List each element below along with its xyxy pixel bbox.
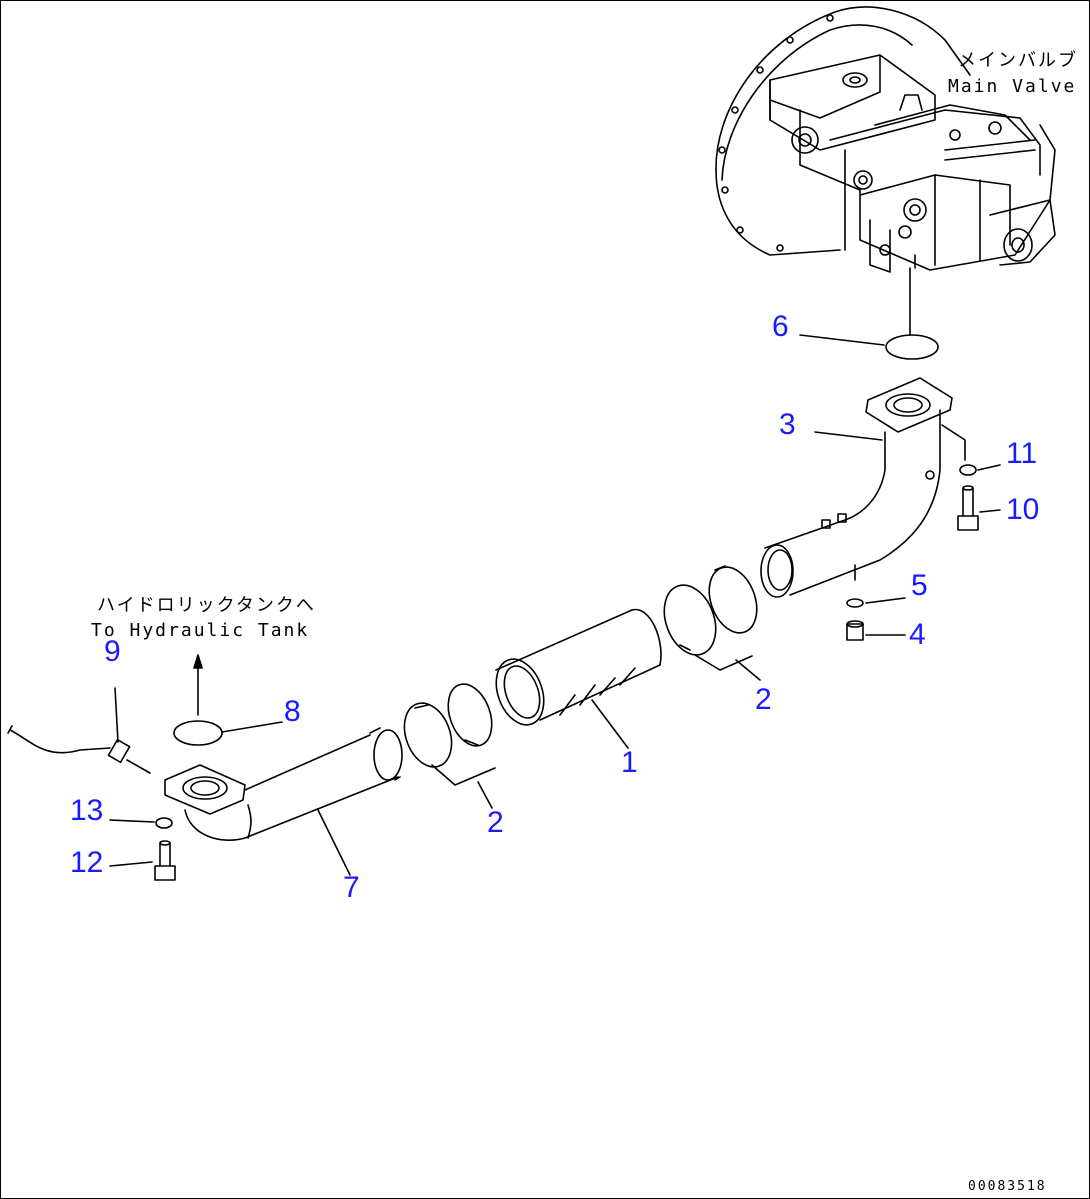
hose-1 <box>495 608 662 726</box>
clamps-2-left <box>403 683 493 768</box>
plug-4 <box>846 620 864 641</box>
clamps-2-right <box>663 565 758 656</box>
drawing-number: 00083518 <box>968 1179 1047 1194</box>
sensor-9 <box>7 725 151 774</box>
tank-en-label: To Hydraulic Tank <box>91 620 310 641</box>
callout-12: 12 <box>70 846 104 879</box>
callout-11: 11 <box>1006 437 1038 470</box>
callout-3: 3 <box>779 408 796 441</box>
bolt-12 <box>154 840 176 881</box>
callout-10: 10 <box>1006 493 1040 526</box>
main-valve-en-label: Main Valve <box>948 76 1077 97</box>
main-valve-jp-label: メインバルブ <box>958 50 1078 71</box>
bolt-10 <box>957 485 979 531</box>
o-ring-8 <box>173 720 223 746</box>
callout-7: 7 <box>343 871 360 904</box>
callout-2-right: 2 <box>755 683 772 716</box>
callout-6: 6 <box>772 310 789 343</box>
main-valve-drawing <box>715 6 1056 273</box>
callout-2-left: 2 <box>487 806 504 839</box>
o-ring-6 <box>885 334 939 360</box>
callout-9: 9 <box>104 635 121 668</box>
washer-11 <box>959 464 977 476</box>
callout-5: 5 <box>911 569 928 602</box>
callout-13: 13 <box>70 794 104 827</box>
callout-8: 8 <box>284 695 301 728</box>
elbow-3 <box>760 377 953 598</box>
tank-jp-label: ハイドロリックタンクへ <box>97 595 316 616</box>
callout-1: 1 <box>621 746 638 779</box>
washer-13 <box>155 817 173 829</box>
pipe-7 <box>164 727 403 841</box>
callout-4: 4 <box>909 618 926 651</box>
seal-5 <box>846 598 864 608</box>
